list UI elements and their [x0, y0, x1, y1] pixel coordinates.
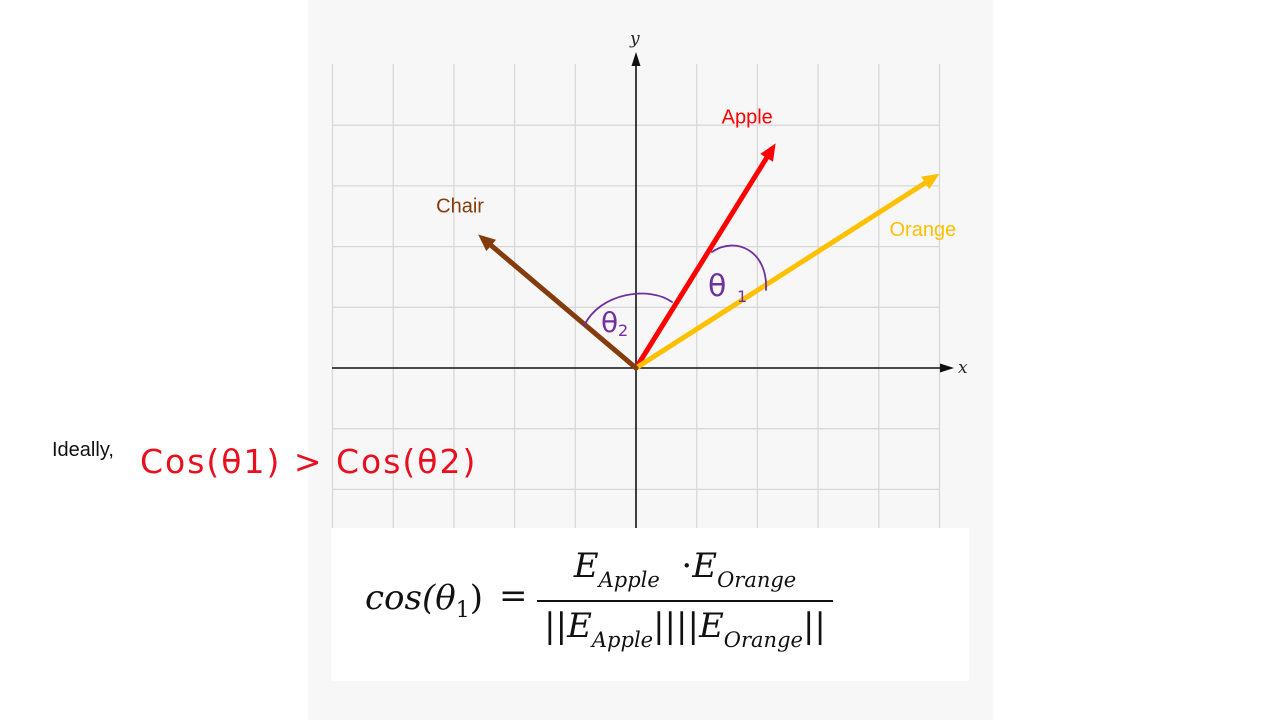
formula-close-paren: ) — [469, 578, 483, 618]
x-axis-label: x — [958, 358, 968, 378]
theta2-arc — [583, 292, 673, 327]
norm-bar-1: || — [544, 606, 568, 646]
vector-orange-arrowhead — [921, 173, 940, 190]
formula-lhs: cos(θ1) — [365, 578, 483, 623]
theta2-label: θ — [601, 306, 618, 339]
numerator-e2-sub: Orange — [717, 568, 797, 592]
formula-theta-sub: 1 — [455, 598, 470, 623]
numerator-e1-sub: Apple — [598, 568, 660, 592]
denominator-e1: E — [567, 606, 592, 646]
formula-numerator: EApple ·EOrange — [537, 546, 833, 592]
vector-orange-label: Orange — [890, 219, 957, 241]
denominator-e2-sub: Orange — [723, 628, 803, 652]
vector-apple-label: Apple — [722, 106, 773, 128]
vector-apple — [633, 155, 770, 371]
vector-chair-label: Chair — [436, 195, 484, 217]
numerator-dot: · — [681, 546, 693, 586]
denominator-e2: E — [698, 606, 724, 646]
denominator-e1-sub: Apple — [591, 628, 654, 652]
norm-bar-4: || — [802, 606, 826, 646]
note-expression: Cos(θ1) > Cos(θ2) — [140, 442, 477, 481]
note-prefix: Ideally, — [52, 439, 114, 461]
theta1-label: θ — [708, 269, 726, 304]
x-axis-arrow — [940, 363, 954, 373]
note-expression-text: Cos(θ1) > Cos(θ2) — [140, 442, 477, 481]
formula-theta: θ — [435, 578, 456, 618]
formula-denominator: ||EApple||||EOrange|| — [537, 606, 833, 652]
theta1-sub: 1 — [737, 287, 747, 306]
formula-func: cos( — [365, 578, 436, 618]
y-axis-arrow — [631, 52, 641, 66]
norm-bar-3: || — [676, 606, 699, 646]
vector-apple-arrowhead — [760, 143, 776, 162]
theta1-arc — [711, 244, 767, 291]
formula-equals: = — [499, 576, 528, 616]
theta2-sub: 2 — [618, 321, 628, 340]
numerator-e1: E — [573, 546, 599, 586]
fraction-bar — [537, 600, 833, 602]
cosine-formula: cos(θ1) = EApple ·EOrange ||EApple||||EO… — [331, 528, 969, 681]
vector-chair-arrowhead — [478, 234, 497, 252]
vector-orange — [633, 180, 928, 371]
y-axis-label: y — [629, 29, 640, 49]
norm-bar-2: || — [653, 606, 677, 646]
formula-fraction: EApple ·EOrange ||EApple||||EOrange|| — [537, 546, 833, 666]
numerator-e2: E — [692, 546, 718, 586]
vector-chair — [488, 242, 639, 371]
